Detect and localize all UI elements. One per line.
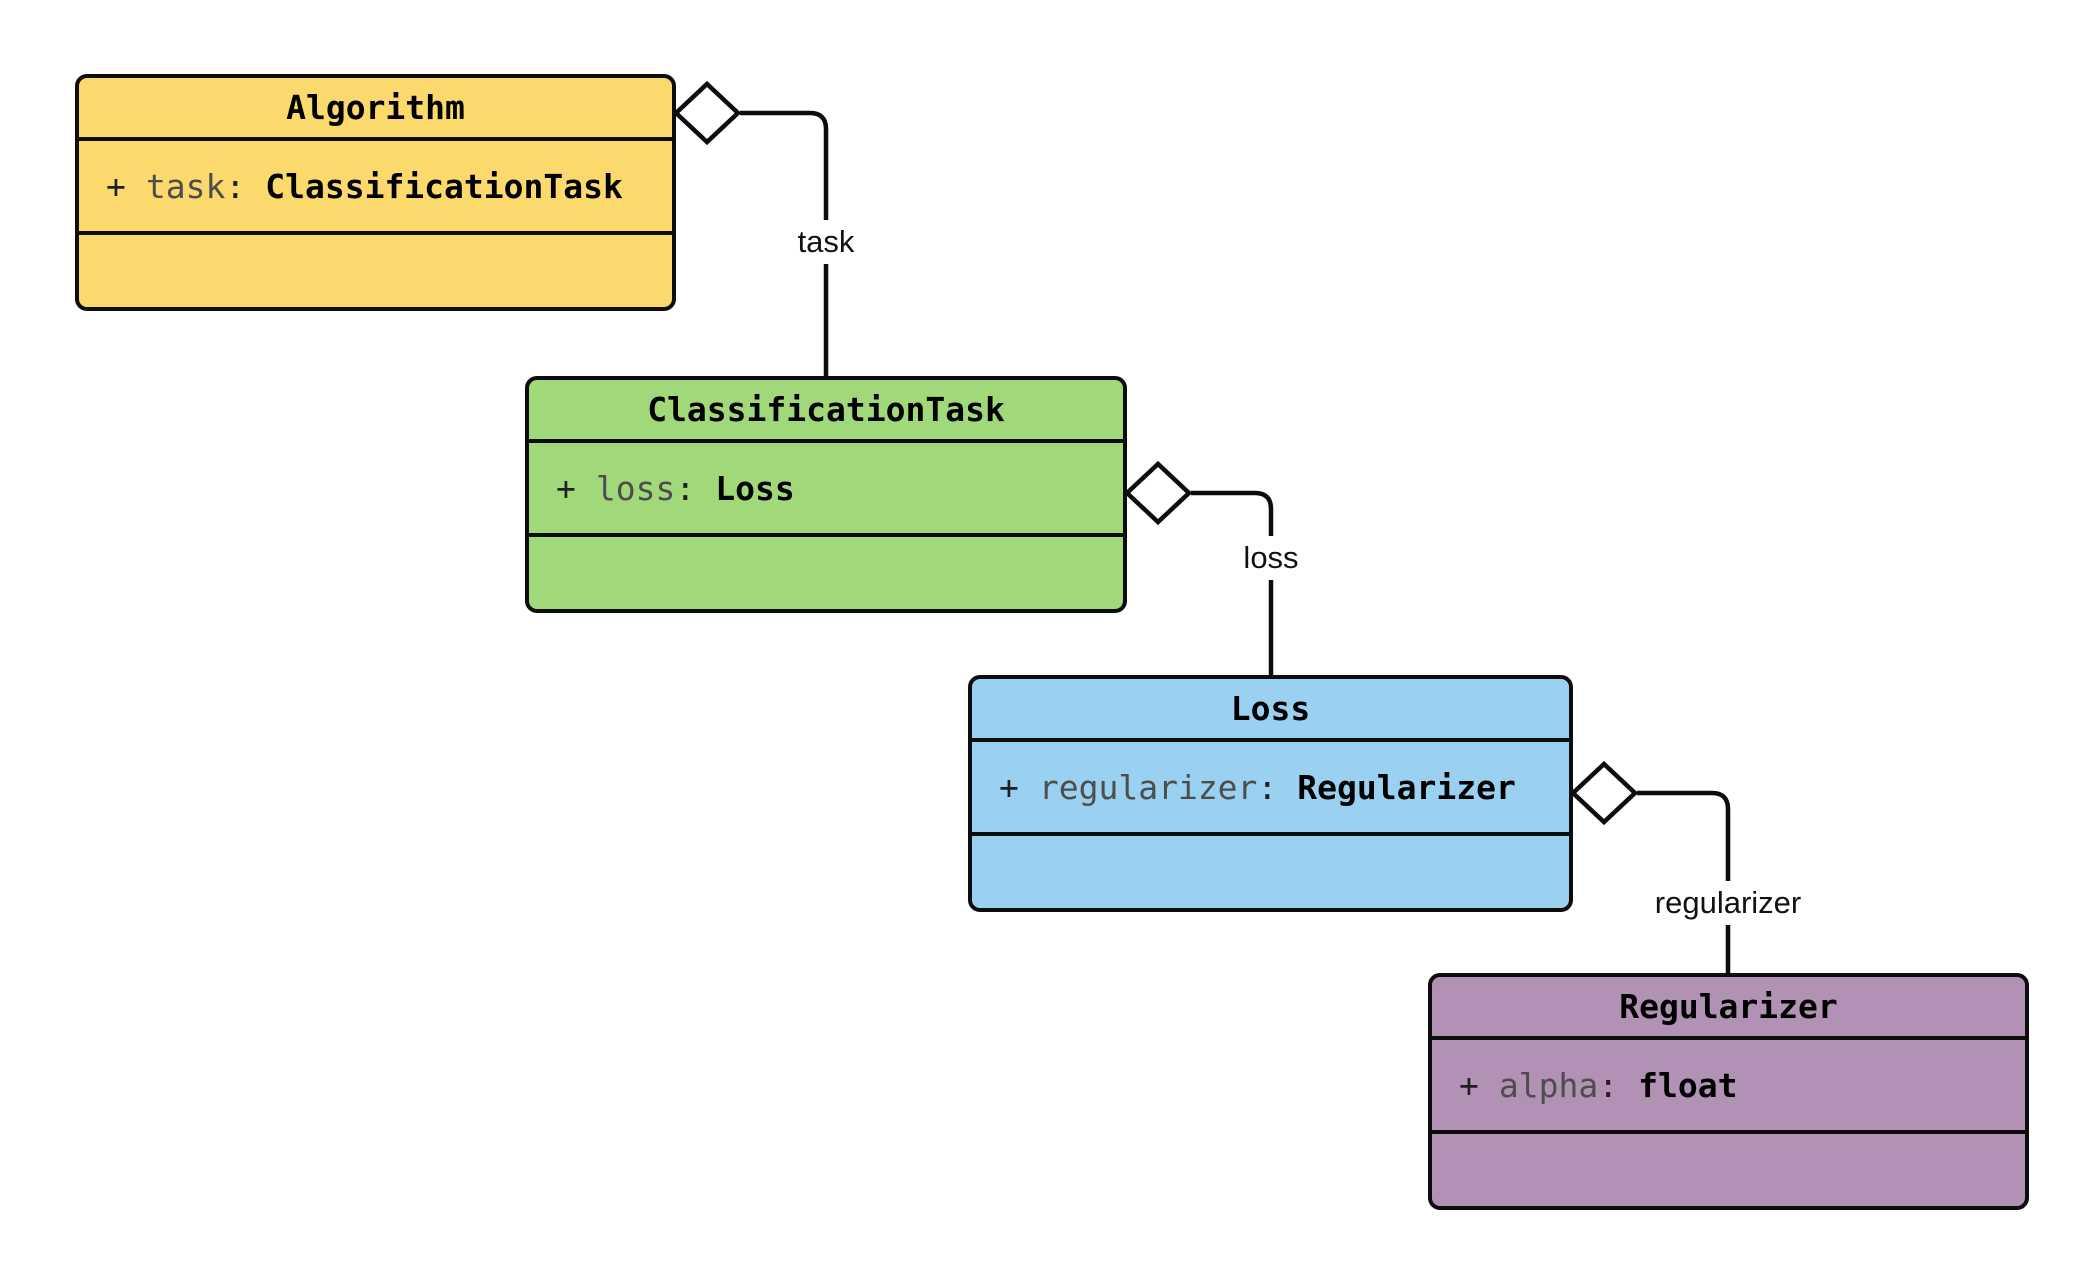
class-title: Algorithm — [79, 78, 672, 141]
class-methods-compartment — [1432, 1134, 2025, 1206]
class-box-regularizer: Regularizer + alpha: float — [1428, 973, 2029, 1210]
edge-label-regularizer: regularizer — [1644, 881, 1812, 925]
attr-name: loss — [595, 468, 676, 508]
attr-name: regularizer — [1038, 767, 1258, 807]
attr-visibility: + — [1459, 1065, 1479, 1105]
attr-type: float — [1638, 1065, 1738, 1105]
attr-colon: : — [1598, 1065, 1619, 1105]
attr-type: ClassificationTask — [265, 166, 623, 206]
class-attribute-row: + loss: Loss — [529, 443, 1123, 537]
class-methods-compartment — [79, 235, 672, 307]
class-title: ClassificationTask — [529, 380, 1123, 443]
attr-colon: : — [1257, 767, 1278, 807]
class-box-classificationtask: ClassificationTask + loss: Loss — [525, 376, 1127, 613]
attr-type: Loss — [715, 468, 795, 508]
edge-label-task: task — [787, 220, 865, 264]
aggregation-diamond-icon — [672, 80, 742, 146]
attr-type: Regularizer — [1297, 767, 1516, 807]
class-title: Loss — [972, 679, 1569, 742]
class-methods-compartment — [972, 836, 1569, 908]
attr-visibility: + — [106, 166, 126, 206]
edge-line-regularizer — [1637, 790, 1731, 973]
aggregation-diamond-icon — [1569, 760, 1639, 826]
class-attribute-row: + regularizer: Regularizer — [972, 742, 1569, 836]
aggregation-diamond-icon — [1123, 460, 1193, 526]
attr-name: task — [145, 166, 226, 206]
class-attribute-row: + task: ClassificationTask — [79, 141, 672, 235]
class-box-loss: Loss + regularizer: Regularizer — [968, 675, 1573, 912]
class-methods-compartment — [529, 537, 1123, 609]
attr-name: alpha — [1498, 1065, 1599, 1105]
class-box-algorithm: Algorithm + task: ClassificationTask — [75, 74, 676, 311]
edge-line-loss — [1191, 490, 1274, 675]
class-attribute-row: + alpha: float — [1432, 1040, 2025, 1134]
class-title: Regularizer — [1432, 977, 2025, 1040]
edge-line-task — [740, 110, 829, 376]
attr-colon: : — [675, 468, 696, 508]
edge-label-loss: loss — [1233, 536, 1309, 580]
attr-visibility: + — [999, 767, 1019, 807]
attr-visibility: + — [556, 468, 576, 508]
attr-colon: : — [225, 166, 246, 206]
